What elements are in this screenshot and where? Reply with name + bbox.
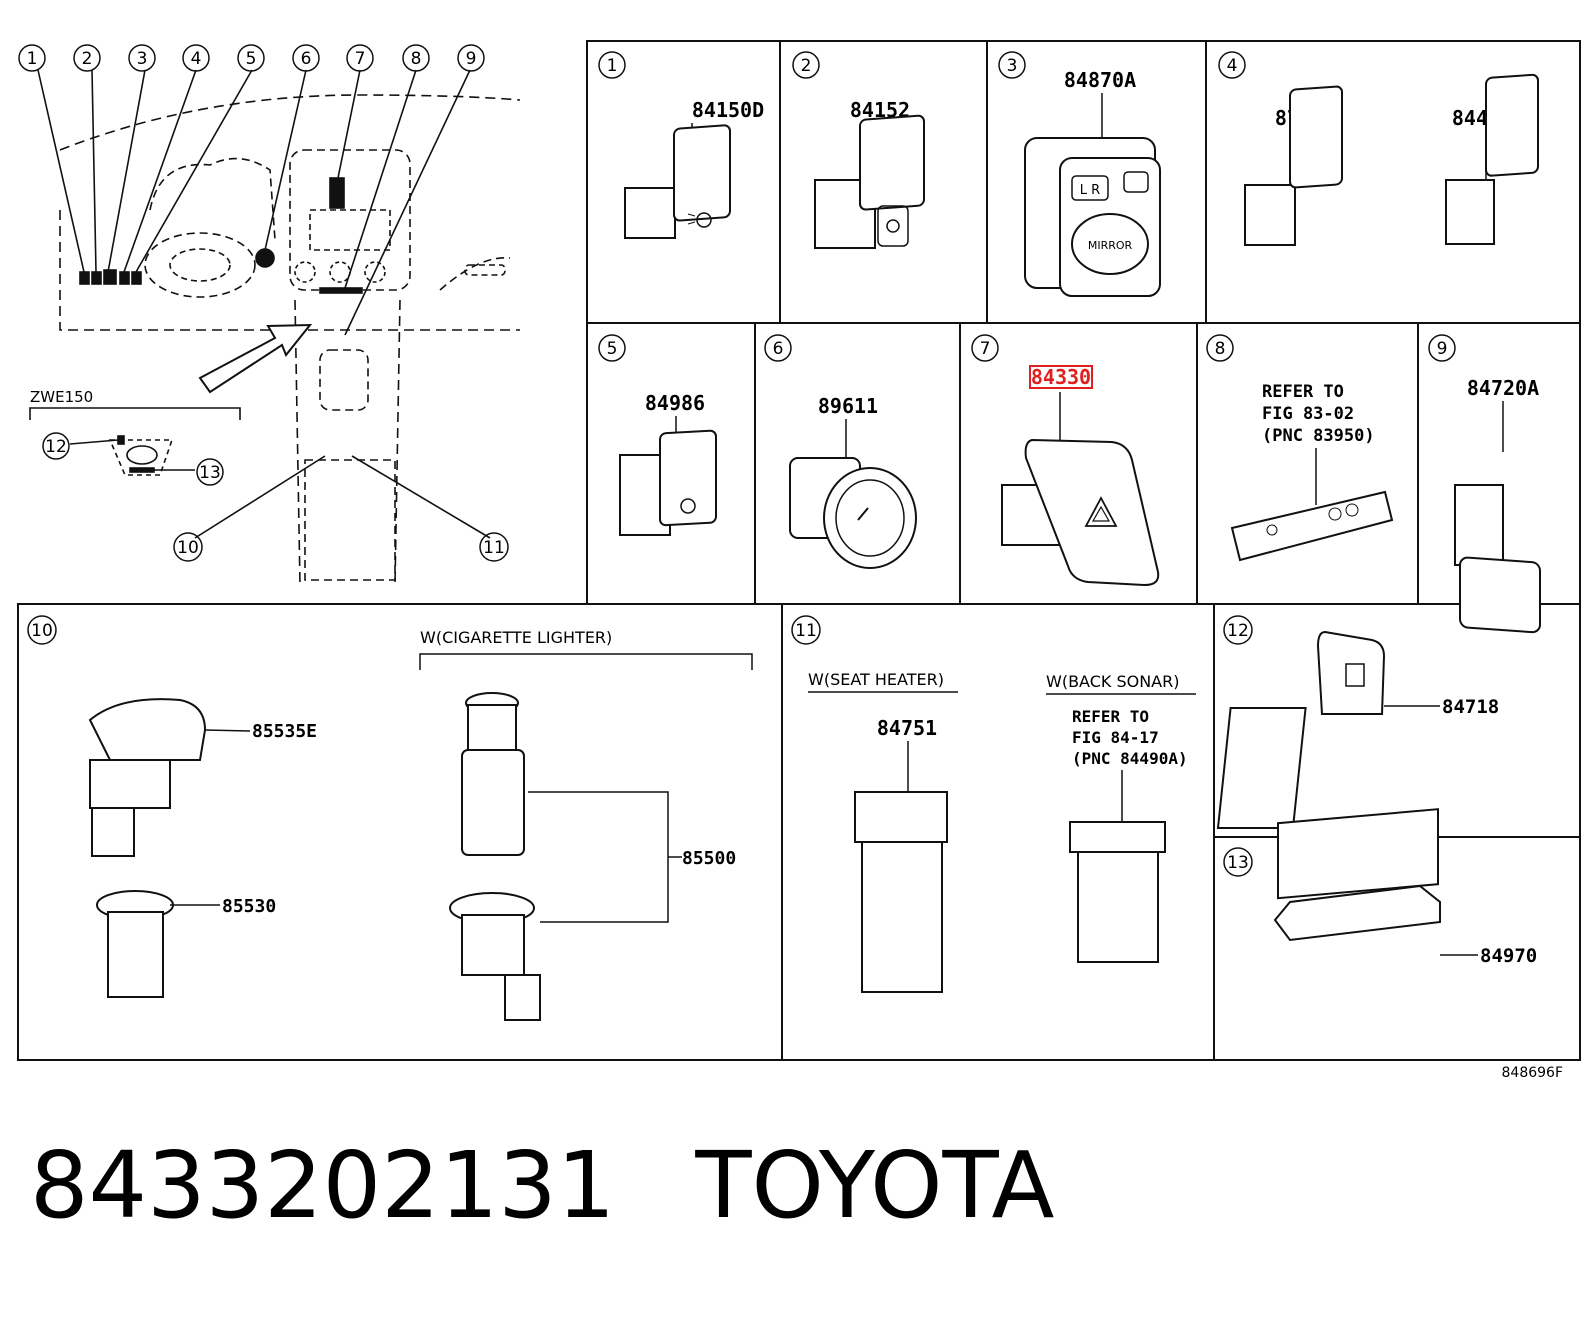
panel-10: W(CIGARETTE LIGHTER) 85535E 85530 85500 — [88, 628, 753, 1021]
svg-text:6: 6 — [301, 49, 312, 69]
overview-callouts: 1 2 3 4 5 6 7 8 9 10 11 12 13 — [18, 44, 509, 562]
svg-text:11: 11 — [795, 621, 817, 641]
part-number-85500: 85500 — [682, 848, 736, 869]
callout-3: 3 — [128, 44, 156, 72]
svg-text:13: 13 — [1227, 853, 1249, 873]
part-number-84150D: 84150D — [692, 98, 764, 122]
svg-text:1: 1 — [27, 49, 38, 69]
part-number-85530: 85530 — [222, 896, 276, 917]
panel-8-number: 8 — [1206, 334, 1234, 362]
panel-4: 87290 84470A — [1244, 73, 1539, 246]
panel-2: 84152 — [814, 98, 925, 249]
callout-11: 11 — [479, 532, 509, 562]
back-sonar-label: W(BACK SONAR) — [1046, 672, 1179, 691]
part-number-85535E: 85535E — [252, 721, 317, 742]
part-number-84751: 84751 — [877, 716, 937, 740]
callout-7: 7 — [346, 44, 374, 72]
part-number-84720A: 84720A — [1467, 376, 1539, 400]
sonar-refer-line-3: (PNC 84490A) — [1072, 749, 1188, 768]
svg-text:9: 9 — [1437, 339, 1448, 359]
callout-12: 12 — [42, 432, 70, 460]
panel-1: 84150D — [624, 98, 764, 239]
refer-line-2: FIG 83-02 — [1262, 404, 1354, 424]
svg-text:8: 8 — [411, 49, 422, 69]
svg-text:8: 8 — [1215, 339, 1226, 359]
svg-text:12: 12 — [1227, 621, 1249, 641]
svg-text:4: 4 — [191, 49, 202, 69]
dashboard-overview — [29, 69, 521, 586]
svg-text:2: 2 — [82, 49, 93, 69]
callout-1: 1 — [18, 44, 46, 72]
sonar-refer-line-1: REFER TO — [1072, 707, 1149, 726]
part-number-84970: 84970 — [1480, 945, 1537, 967]
panel-9-number: 9 — [1428, 334, 1456, 362]
callout-10: 10 — [173, 532, 203, 562]
panel-1-number: 1 — [598, 51, 626, 79]
refer-line-3: (PNC 83950) — [1262, 426, 1375, 446]
sonar-refer-line-2: FIG 84-17 — [1072, 728, 1159, 747]
seat-heater-label: W(SEAT HEATER) — [808, 670, 944, 689]
callout-13: 13 — [196, 458, 224, 486]
panel-12-number: 12 — [1223, 615, 1253, 645]
callout-9: 9 — [457, 44, 485, 72]
callout-8: 8 — [402, 44, 430, 72]
panel-8: REFER TO FIG 83-02 (PNC 83950) — [1230, 382, 1394, 562]
callout-2: 2 — [73, 44, 101, 72]
panel-2-number: 2 — [792, 51, 820, 79]
footer-brand: TOYOTA — [695, 1132, 1055, 1239]
svg-text:4: 4 — [1227, 56, 1238, 76]
refer-line-1: REFER TO — [1262, 382, 1344, 402]
panel-4-number: 4 — [1218, 51, 1246, 79]
svg-text:11: 11 — [483, 538, 505, 558]
panel-7: 84330 — [1001, 365, 1160, 587]
variant-label: ZWE150 — [30, 388, 93, 406]
callout-5: 5 — [237, 44, 265, 72]
panel-6-number: 6 — [764, 334, 792, 362]
panel-3: 84870A L R MIRROR — [1024, 68, 1161, 297]
highlight-box — [1029, 365, 1093, 389]
svg-text:9: 9 — [466, 49, 477, 69]
panel-12: 84718 — [1216, 630, 1499, 829]
panel-9: 84720A — [1454, 376, 1541, 634]
panel-3-number: 3 — [998, 51, 1026, 79]
figure-code: 848696F — [1502, 1065, 1564, 1081]
svg-text:10: 10 — [31, 621, 53, 641]
panel-11-number: 11 — [791, 615, 821, 645]
cigarette-lighter-label: W(CIGARETTE LIGHTER) — [420, 628, 612, 647]
part-number-84330: 84330 — [1031, 365, 1091, 389]
panel-10-number: 10 — [27, 615, 57, 645]
svg-text:10: 10 — [177, 538, 199, 558]
panel-13-number: 13 — [1223, 847, 1253, 877]
svg-text:3: 3 — [137, 49, 148, 69]
panel-grid — [17, 40, 1581, 1061]
svg-text:2: 2 — [801, 56, 812, 76]
panel-7-number: 7 — [971, 334, 999, 362]
svg-text:6: 6 — [773, 339, 784, 359]
panel-11: W(SEAT HEATER) W(BACK SONAR) 84751 REFER… — [808, 670, 1196, 993]
svg-text:12: 12 — [45, 437, 67, 457]
panel-13: 84970 — [1273, 808, 1537, 967]
svg-text:7: 7 — [355, 49, 366, 69]
svg-text:13: 13 — [199, 463, 221, 483]
panel-5-number: 5 — [598, 334, 626, 362]
svg-text:5: 5 — [607, 339, 618, 359]
part-number-84718: 84718 — [1442, 696, 1499, 718]
svg-text:7: 7 — [980, 339, 991, 359]
panel-6: 89611 — [789, 394, 917, 569]
callout-4: 4 — [182, 44, 210, 72]
footer-part-number: 8433202131 — [30, 1132, 616, 1239]
panel-5: 84986 — [619, 391, 717, 536]
mirror-switch-keys: L R — [1080, 183, 1100, 198]
mirror-switch-label: MIRROR — [1088, 239, 1133, 252]
svg-text:5: 5 — [246, 49, 257, 69]
part-number-89611: 89611 — [818, 394, 878, 418]
part-number-84870A: 84870A — [1064, 68, 1136, 92]
part-number-84986: 84986 — [645, 391, 705, 415]
svg-text:3: 3 — [1007, 56, 1018, 76]
svg-text:1: 1 — [607, 56, 618, 76]
callout-6: 6 — [292, 44, 320, 72]
